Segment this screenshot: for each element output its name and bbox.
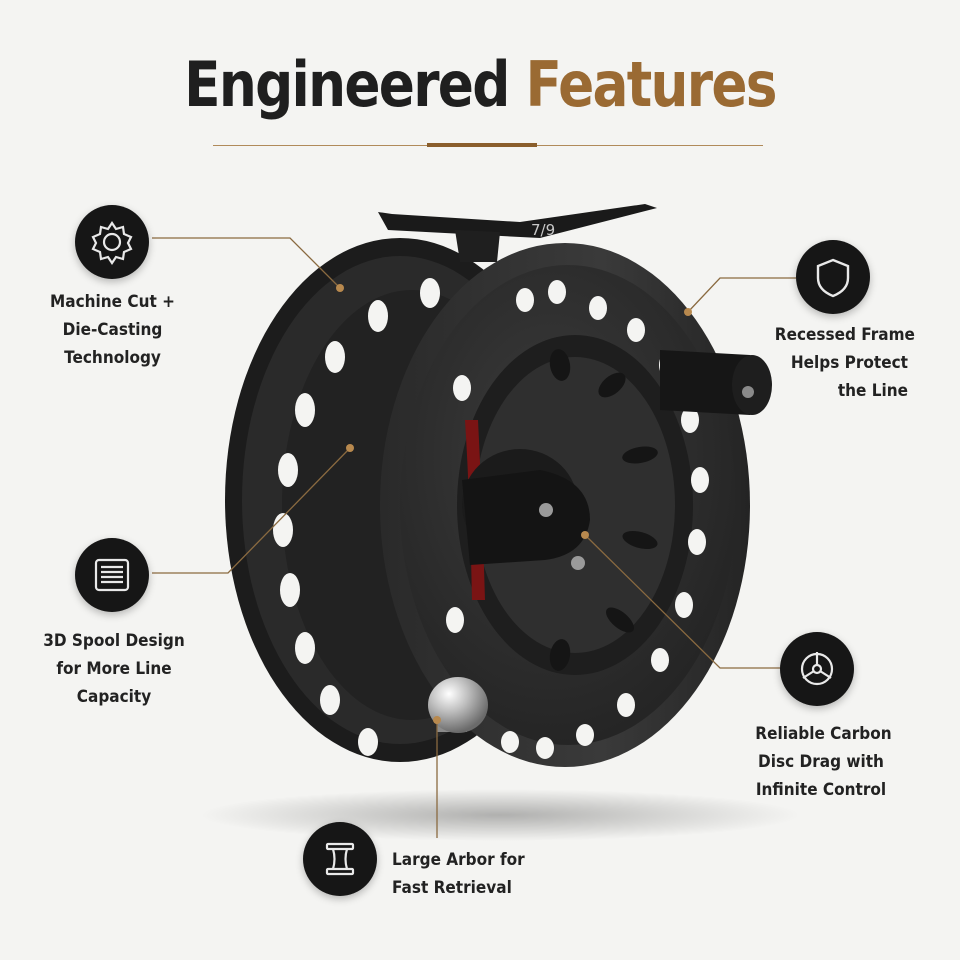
feature-line: Helps Protect: [790, 353, 908, 373]
feature-label-carbon-drag: Reliable Carbon Disc Drag with Infinite …: [755, 720, 892, 804]
reel-shadow: [200, 789, 800, 841]
feature-line: the Line: [837, 381, 908, 401]
feature-line: Fast Retrieval: [392, 878, 512, 898]
arbor-icon: [303, 822, 377, 896]
feature-line: 3D Spool Design: [43, 631, 185, 651]
feature-line: Machine Cut +: [50, 292, 175, 312]
reel-foot: [378, 204, 657, 238]
spool-icon: [75, 538, 149, 612]
callout-lines: [152, 237, 796, 838]
center-cap: [462, 470, 590, 565]
page-title: Engineered Features: [67, 48, 893, 121]
feature-line: Large Arbor for: [392, 850, 525, 870]
feature-label-large-arbor: Large Arbor for Fast Retrieval: [392, 846, 527, 902]
reel-model-label: 7/9: [531, 221, 556, 239]
feature-line: Die-Casting: [62, 320, 163, 340]
drag-knob-screw: [742, 386, 754, 398]
feature-line: Technology: [64, 348, 161, 368]
feature-label-machine-cut: Machine Cut + Die-Casting Technology: [47, 288, 178, 372]
feature-line: Disc Drag with: [758, 752, 884, 772]
feature-line: Recessed Frame: [774, 325, 915, 345]
spool-slots: [549, 349, 658, 671]
hub-screw-1: [539, 503, 553, 517]
handle-knob: [428, 677, 488, 733]
reel-foot-post: [455, 230, 500, 262]
feature-line: Reliable Carbon: [755, 724, 892, 744]
feature-label-3d-spool: 3D Spool Design for More Line Capacity: [38, 627, 189, 711]
feature-label-recessed-frame: Recessed Frame Helps Protect the Line: [774, 321, 915, 405]
feature-line: Infinite Control: [755, 780, 887, 800]
gear-icon: [75, 205, 149, 279]
title-part-2: Features: [525, 48, 778, 121]
front-frame-holes: [446, 280, 709, 759]
feature-line: Capacity: [76, 687, 152, 707]
title-part-1: Engineered: [184, 48, 510, 121]
feature-line: for More Line: [56, 659, 172, 679]
back-plate-holes: [273, 278, 440, 756]
callout-dots: [336, 284, 692, 724]
shield-icon: [796, 240, 870, 314]
drag-icon: [780, 632, 854, 706]
hub-screw-2: [571, 556, 585, 570]
title-divider-accent: [427, 143, 537, 147]
